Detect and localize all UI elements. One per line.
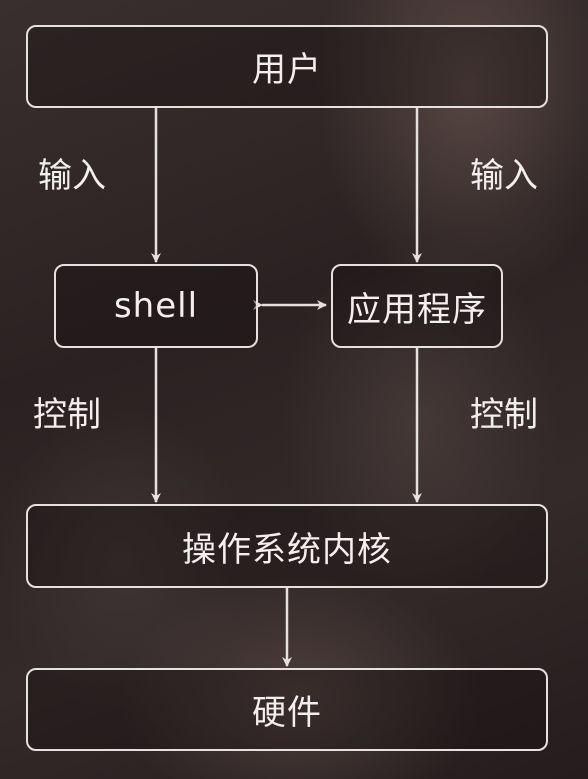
node-hardware-label: 硬件 [252,693,322,733]
edge-label-control-left: 控制 [33,395,101,435]
node-application: 应用程序 [331,264,503,348]
edge-label-input-right: 输入 [470,156,538,196]
edge-label-input-left: 输入 [38,156,106,196]
node-user: 用户 [26,25,548,108]
edge-label-control-right: 控制 [470,395,538,435]
node-shell: shell [54,264,258,348]
node-hardware: 硬件 [26,668,548,751]
node-user-label: 用户 [252,50,322,90]
node-shell-label: shell [113,286,199,326]
node-kernel: 操作系统内核 [26,504,548,588]
node-kernel-label: 操作系统内核 [182,529,392,570]
node-application-label: 应用程序 [347,289,487,330]
